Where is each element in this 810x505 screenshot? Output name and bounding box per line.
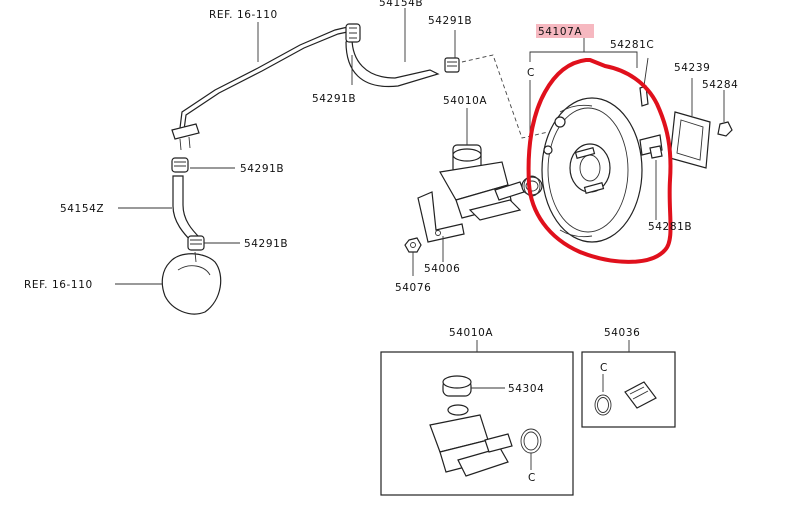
label-booster-assy-bg	[536, 24, 594, 38]
hose-54154b	[345, 23, 440, 88]
booster-group-bracket	[529, 51, 638, 68]
label-booster-assy: 54107A	[538, 26, 582, 38]
booster-stud	[649, 145, 663, 159]
label-reservoir-cap: 54304	[508, 383, 544, 395]
bracket	[417, 191, 465, 243]
inset-master-cylinder	[380, 340, 574, 496]
check-fitting-top	[444, 57, 460, 73]
label-ref-top: REF. 16-110	[209, 9, 278, 21]
brake-booster	[541, 97, 663, 243]
label-inset-right-title: 54036	[604, 327, 640, 339]
gasket	[669, 111, 711, 169]
label-inset-left-title: 54010A	[449, 327, 493, 339]
label-gasket: 54239	[674, 62, 710, 74]
vacuum-line-upper	[171, 25, 353, 151]
label-clamp-mid: 54291B	[240, 163, 284, 175]
label-clamp-low: 54291B	[244, 238, 288, 250]
label-hose-left: 54154Z	[60, 203, 104, 215]
check-valve-leader	[643, 57, 649, 87]
connection-dash	[461, 54, 549, 139]
label-hose-top: 54154B	[379, 0, 423, 9]
label-check-valve: 54281C	[610, 39, 654, 51]
booster-highlight-outline	[526, 58, 673, 264]
label-clamp-top-right: 54291B	[428, 15, 472, 27]
label-oring-c-top: C	[527, 67, 535, 79]
label-nut: 54284	[702, 79, 738, 91]
hose-54154z	[171, 157, 205, 251]
label-bracket: 54006	[424, 263, 460, 275]
label-bracket-nut: 54076	[395, 282, 431, 294]
label-clamp-top-left: 54291B	[312, 93, 356, 105]
inset-seal-kit	[581, 340, 676, 428]
label-booster-bolt: 54281B	[648, 221, 692, 233]
bracket-nut	[404, 237, 422, 253]
engine-port	[161, 251, 222, 315]
label-ref-bottom: REF. 16-110	[24, 279, 93, 291]
master-cylinder	[439, 144, 543, 221]
label-master-cyl: 54010A	[443, 95, 487, 107]
label-oring-c-kit: C	[600, 362, 608, 374]
nut-54284	[717, 121, 733, 137]
label-oring-c-inset: C	[528, 472, 536, 484]
